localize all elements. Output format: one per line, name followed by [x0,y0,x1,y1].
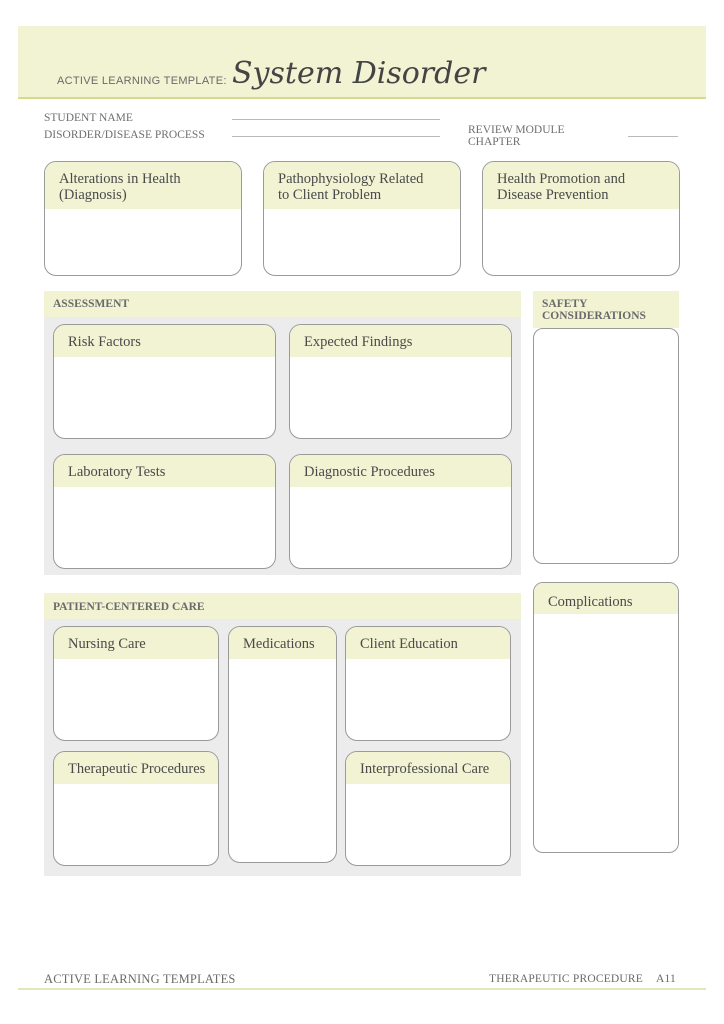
student-name-field[interactable] [232,119,440,120]
therapeutic-procedures-heading: Therapeutic Procedures [54,752,218,784]
safety-considerations-heading: SAFETY CONSIDERATIONS [533,291,679,328]
expected-findings-box[interactable]: Expected Findings [289,324,512,439]
template-label: ACTIVE LEARNING TEMPLATE: [57,75,227,87]
alterations-in-health-box[interactable]: Alterations in Health (Diagnosis) [44,161,242,276]
chapter-field[interactable] [628,136,678,137]
footer-left-text: ACTIVE LEARNING TEMPLATES [44,972,236,986]
chapter-label: CHAPTER [468,136,521,148]
interprofessional-care-heading: Interprofessional Care [346,752,510,784]
pathophysiology-box[interactable]: Pathophysiology Related to Client Proble… [263,161,461,276]
expected-findings-heading: Expected Findings [290,325,511,357]
health-promotion-box[interactable]: Health Promotion and Disease Prevention [482,161,680,276]
complications-box[interactable]: Complications [533,582,679,853]
medications-heading: Medications [229,627,336,659]
header-band [18,26,706,98]
laboratory-tests-heading: Laboratory Tests [54,455,275,487]
nursing-care-heading: Nursing Care [54,627,218,659]
laboratory-tests-box[interactable]: Laboratory Tests [53,454,276,569]
patient-centered-care-heading: PATIENT-CENTERED CARE [44,593,521,619]
assessment-heading: ASSESSMENT [44,291,521,317]
review-module-label: REVIEW MODULE [468,124,565,136]
alterations-in-health-heading: Alterations in Health (Diagnosis) [45,162,241,209]
pathophysiology-heading: Pathophysiology Related to Client Proble… [264,162,460,209]
client-education-heading: Client Education [346,627,510,659]
disorder-field[interactable] [232,136,440,137]
interprofessional-care-box[interactable]: Interprofessional Care [345,751,511,866]
client-education-box[interactable]: Client Education [345,626,511,741]
risk-factors-heading: Risk Factors [54,325,275,357]
health-promotion-heading: Health Promotion and Disease Prevention [483,162,679,209]
nursing-care-box[interactable]: Nursing Care [53,626,219,741]
header-divider [18,97,706,99]
safety-considerations-box[interactable] [533,328,679,564]
risk-factors-box[interactable]: Risk Factors [53,324,276,439]
footer-section-text: THERAPEUTIC PROCEDURE [489,973,644,985]
therapeutic-procedures-box[interactable]: Therapeutic Procedures [53,751,219,866]
diagnostic-procedures-box[interactable]: Diagnostic Procedures [289,454,512,569]
footer-divider [18,988,706,990]
diagnostic-procedures-heading: Diagnostic Procedures [290,455,511,487]
student-name-label: STUDENT NAME [44,112,133,124]
page-title: System Disorder [232,56,486,91]
disorder-label: DISORDER/DISEASE PROCESS [44,129,205,141]
complications-heading: Complications [534,583,678,614]
medications-box[interactable]: Medications [228,626,337,863]
footer-page-number: A11 [656,973,676,985]
